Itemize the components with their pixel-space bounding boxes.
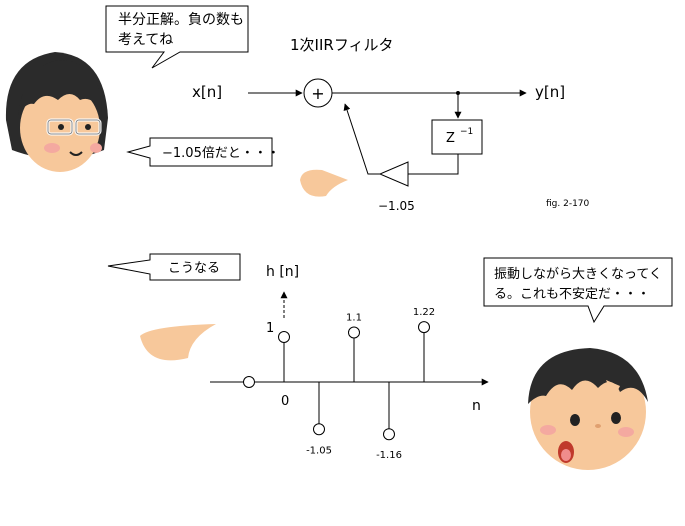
delay-exponent: −1 [460, 127, 473, 137]
stem-value-label: -1.16 [376, 450, 402, 461]
feedback-arrow [343, 103, 380, 175]
gain-label: −1.05 [378, 199, 415, 213]
stem-value-label: 1 [266, 321, 274, 336]
boy-avatar [528, 348, 648, 470]
stem-plot: 1 -1.05 1.1 -1.16 1.22 [243, 307, 435, 461]
speech-bubble-woman-mid: −1.05倍だと・・・ [126, 137, 280, 167]
speech-bubble-boy: 振動しながら大きくなってく る。これも不安定だ・・・ [483, 257, 673, 324]
stem-point [278, 331, 290, 343]
speech-text: こうなる [168, 261, 220, 276]
stem-value-label: 1.22 [413, 307, 435, 318]
y-axis-label: h [n] [266, 264, 299, 280]
stem-value-label: 1.1 [346, 313, 362, 324]
gain-triangle [378, 161, 409, 187]
figure-caption: fig. 2-170 [546, 199, 590, 209]
pointing-hand-bottom [140, 324, 216, 361]
stem-point [348, 326, 360, 339]
stem-point [383, 428, 395, 441]
stem-point [243, 376, 255, 388]
speech-bubble-bottom-left: こうなる [107, 253, 241, 281]
speech-line-1: 振動しながら大きくなってく [494, 267, 662, 282]
speech-text: −1.05倍だと・・・ [162, 146, 280, 161]
adder-symbol: + [311, 84, 324, 103]
woman-avatar [5, 52, 108, 172]
delay-block [431, 119, 483, 155]
speech-line-1: 半分正解。負の数も [118, 12, 244, 28]
x-axis-label: n [472, 398, 481, 414]
stem-point [418, 321, 430, 334]
output-label: y[n] [535, 83, 565, 101]
stem-point [313, 423, 325, 436]
speech-line-2: 考えてね [118, 32, 173, 48]
speech-bubble-woman-top: 半分正解。負の数も 考えてね [105, 5, 249, 69]
feedback-line [408, 154, 459, 175]
zero-tick-label: 0 [281, 394, 289, 409]
speech-line-2: る。これも不安定だ・・・ [494, 287, 650, 302]
pointing-hand-top [300, 169, 348, 197]
delay-label: Z [446, 131, 455, 146]
input-label: x[n] [192, 83, 222, 101]
filter-title: 1次IIRフィルタ [290, 36, 394, 54]
stem-value-label: -1.05 [306, 445, 332, 456]
